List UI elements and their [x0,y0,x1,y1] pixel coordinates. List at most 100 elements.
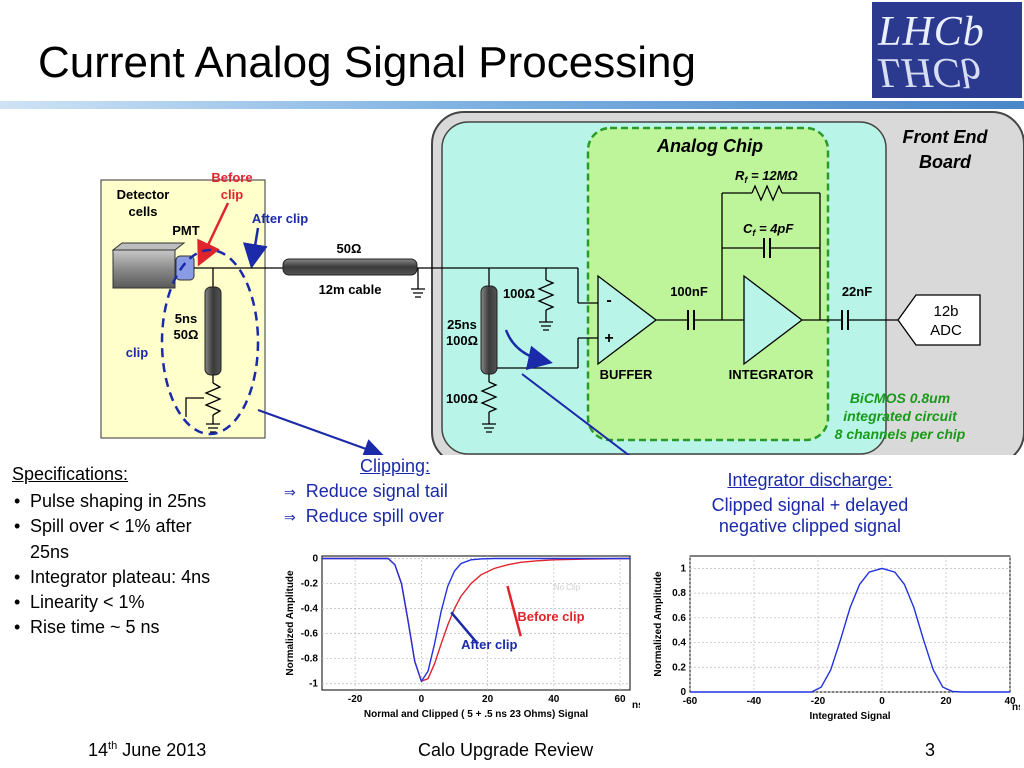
spec-item: Linearity < 1% [12,590,267,615]
after-clip-annotation-arrow [450,611,479,645]
detector-cells-label-2: cells [129,204,158,219]
before-clip-annotation: Before clip [517,609,584,624]
footer-date: 14th June 2013 [88,740,207,760]
capacitor-22nf [802,310,898,330]
x-tick-label: 0 [879,696,885,707]
title-underline-bar [0,101,1024,109]
x-tick-label: -20 [348,694,363,705]
after-clip-annotation: After clip [461,637,517,652]
capacitor-100nf [656,310,744,330]
y-tick-label: 0.2 [672,662,686,673]
y-tick-label: 0.6 [672,613,686,624]
delay-line-label-2: 100Ω [446,333,478,348]
y-tick-label: -1 [309,679,318,690]
x-tick-label: -40 [747,696,762,707]
integrator-discharge-heading: Integrator discharge: [727,470,893,490]
plot-area [689,555,1011,693]
x-tick-label: 40 [548,694,560,705]
adc-label-2: ADC [930,322,962,339]
x-tick-label: 40 [1004,696,1016,707]
detector-cells-label-1: Detector [117,187,170,202]
clip-label: clip [126,345,148,360]
footer-title: Calo Upgrade Review [418,740,594,760]
capacitor-22nf-label: 22nF [842,284,872,299]
clip-stub-label-2: 50Ω [174,327,199,342]
clipping-heading: Clipping: [359,456,431,476]
integrator-amplifier [743,274,804,366]
buffer-minus-sign: - [606,292,611,309]
footer-page-number: 3 [925,740,936,760]
termination-resistor-label: 100Ω [503,286,535,301]
integrated-signal-chart: -60-40-200204000.20.40.60.81nsIntegrated… [653,555,1020,722]
clip-stub [185,268,222,433]
adc-block [897,294,981,346]
bicmos-label-2: integrated circuit [843,408,958,424]
cf-label: Cf = 4pF [743,221,794,238]
before-clip-arrow [197,202,230,267]
y-axis-label: Normalized Amplitude [653,571,664,677]
x-tick-label: -60 [683,696,698,707]
integrator-discharge-notes: Integrator discharge: Clipped signal + d… [660,470,960,537]
before-clip-annotation-arrow [506,585,522,637]
bicmos-label-1: BiCMOS 0.8um [850,390,950,406]
integrator-feedback [721,184,821,320]
front-end-board-label-2: Board [919,152,972,172]
x-unit-label: ns [1012,702,1020,713]
network-to-integrator-discharge-arrow [521,373,631,455]
analog-chip-label: Analog Chip [656,136,763,156]
integrator-discharge-line: Clipped signal + delayed [711,495,909,515]
before-clip-label-1: Before [211,170,252,185]
detector-cells-box [100,179,266,439]
series-line-after-clip [322,557,630,683]
clipping-notes: Clipping: ⇒ Reduce signal tail ⇒ Reduce … [270,456,520,527]
pmt-icon [111,242,195,289]
y-tick-label: 0.8 [672,588,686,599]
clipping-item: ⇒ Reduce signal tail [284,481,448,501]
spec-item: Integrator plateau: 4ns [12,565,267,590]
adc-label-1: 12b [933,303,958,320]
bicmos-label-3: 8 channels per chip [835,426,966,442]
integrator-discharge-line: negative clipped signal [718,516,902,536]
clip-highlight-ellipse [160,248,260,436]
x-axis-label: Integrated Signal [809,711,890,722]
y-tick-label: -0.4 [301,604,319,615]
before-clip-label-2: clip [221,187,243,202]
x-tick-label: 0 [419,694,425,705]
rf-label: Rf = 12MΩ [735,168,798,185]
buffer-amplifier [597,274,658,366]
x-tick-label: -20 [811,696,826,707]
y-tick-label: 0 [312,554,318,565]
specifications-list: Pulse shaping in 25ns Spill over < 1% af… [12,489,267,640]
pmt-label: PMT [172,223,200,238]
cable-impedance-label: 50Ω [337,241,362,256]
front-end-board-label-1: Front End [903,127,989,147]
x-unit-label: ns [632,700,640,711]
clip-to-clipping-arrow [257,409,384,455]
x-tick-label: 20 [482,694,494,705]
delayed-signal-arrow [504,329,553,371]
signal-chain-diagram: Front End Board Analog Chip Detector cel… [100,111,1024,455]
y-tick-label: 0.4 [672,638,686,649]
y-axis-label: Normalized Amplitude [285,570,296,676]
after-clip-label: After clip [252,211,308,226]
cable-length-label: 12m cable [319,282,382,297]
spec-item: Rise time ~ 5 ns [12,615,267,640]
buffer-plus-sign: + [604,330,613,347]
specifications-panel: Specifications: Pulse shaping in 25ns Sp… [12,462,267,641]
x-tick-label: 60 [615,694,627,705]
delay-resistor-label: 100Ω [446,391,478,406]
after-clip-arrow [242,227,268,269]
y-tick-label: -0.6 [301,629,319,640]
logo-reflection: LHCb [878,49,981,95]
specifications-heading: Specifications: [12,464,129,484]
integrator-label: INTEGRATOR [729,367,814,382]
lhcb-logo: LHCb LHCb [872,2,1022,98]
logo-text: LHCb [878,9,985,55]
clip-stub-label-1: 5ns [175,311,197,326]
delay-line-label-1: 25ns [447,317,477,332]
y-tick-label: -0.2 [301,579,319,590]
y-tick-label: 1 [680,563,686,574]
capacitor-100nf-label: 100nF [670,284,708,299]
